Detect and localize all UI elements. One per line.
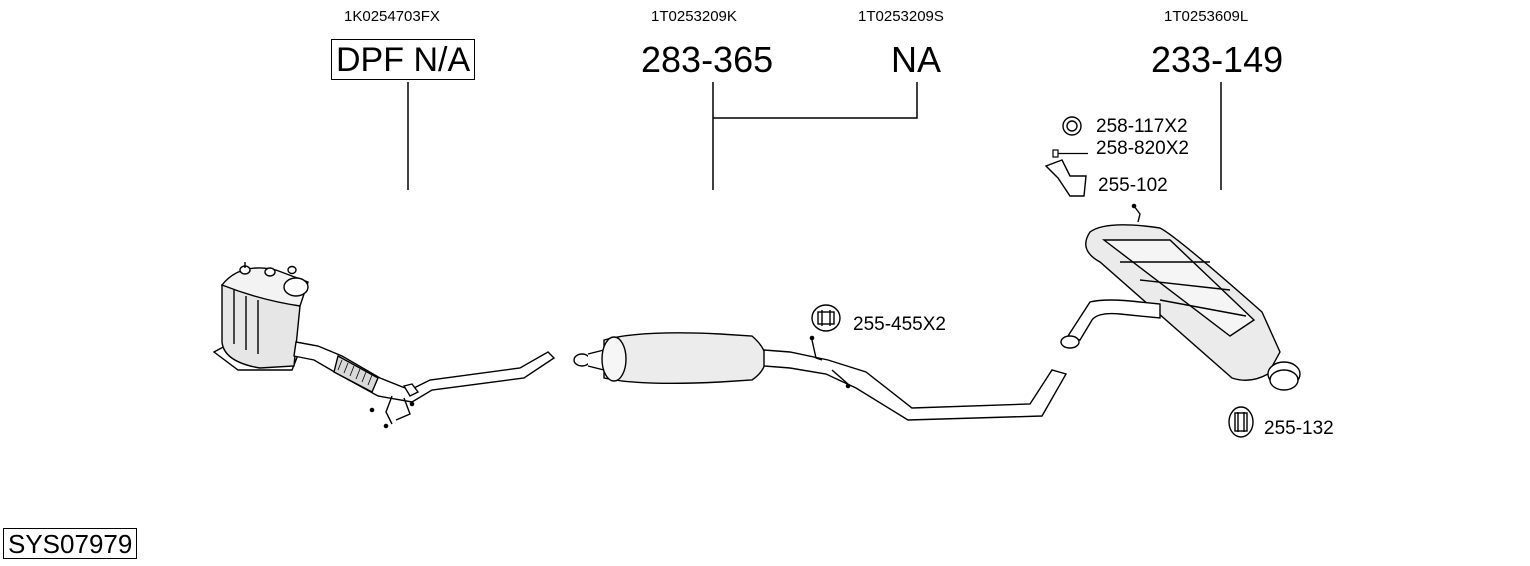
leader-middle-silencer bbox=[712, 82, 918, 190]
accessory-ring-label[interactable]: 258-117X2 bbox=[1096, 116, 1188, 137]
rear-silencer bbox=[1060, 203, 1301, 391]
system-code: SYS07979 bbox=[3, 528, 138, 559]
rubber-mount-icon-rear bbox=[1228, 406, 1254, 438]
accessory-bolt-label[interactable]: 258-820X2 bbox=[1096, 138, 1189, 159]
bracket-icon bbox=[1044, 159, 1087, 197]
oem-number-middle-silencer: 1T0253209K bbox=[651, 8, 737, 25]
part-number-rear-silencer[interactable]: 233-149 bbox=[1151, 39, 1284, 80]
accessory-rubber-mount-middle-label[interactable]: 255-455X2 bbox=[853, 314, 946, 335]
oem-number-rear-silencer: 1T0253609L bbox=[1164, 8, 1249, 25]
oem-number-dpf: 1K0254703FX bbox=[344, 8, 440, 25]
part-number-middle-silencer-alt[interactable]: NA bbox=[891, 39, 942, 80]
ring-icon bbox=[1062, 116, 1082, 136]
accessory-rubber-mount-rear-label[interactable]: 255-132 bbox=[1264, 418, 1334, 439]
oem-number-middle-silencer-alt: 1T0253209S bbox=[858, 8, 944, 25]
bolt-icon bbox=[1052, 149, 1088, 158]
front-pipe bbox=[293, 341, 556, 429]
part-number-dpf[interactable]: DPF N/A bbox=[331, 39, 476, 80]
rubber-mount-icon-middle bbox=[811, 304, 841, 332]
accessory-bracket-label[interactable]: 255-102 bbox=[1098, 175, 1168, 196]
dpf-unit bbox=[212, 262, 309, 371]
part-number-middle-silencer[interactable]: 283-365 bbox=[641, 39, 774, 80]
middle-silencer bbox=[573, 332, 1068, 421]
